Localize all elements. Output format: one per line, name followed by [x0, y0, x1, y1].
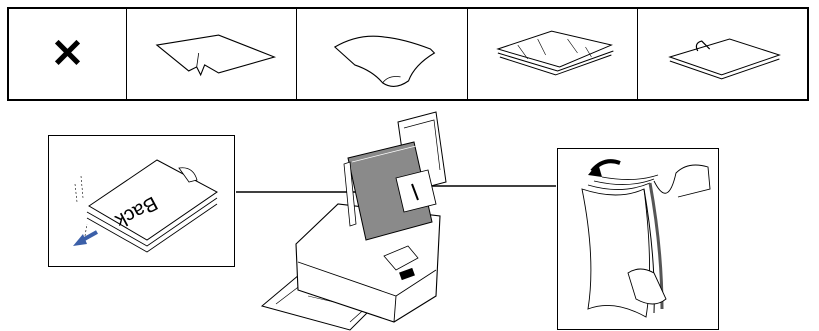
cell-wrinkled-stack: [468, 9, 638, 99]
wrinkled-paper-stack-icon: [495, 30, 614, 76]
document-scanner-icon: [260, 111, 447, 331]
cell-clipped-stack: [638, 9, 809, 99]
paper-condition-strip: ✕: [7, 7, 809, 101]
fanning-pages-hands-icon: [581, 159, 711, 318]
cell-do-not-use: ✕: [7, 9, 127, 99]
right-callout-box: [557, 148, 719, 330]
curled-paper-icon: [334, 35, 436, 87]
cell-curled-paper: [297, 9, 468, 99]
left-callout-box: Back: [48, 135, 235, 267]
torn-paper-icon: [155, 34, 277, 77]
clipped-paper-stack-icon: [667, 38, 781, 80]
cell-torn-paper: [127, 9, 298, 99]
fanned-stack-edge-icon: Back: [73, 159, 218, 253]
x-mark-icon: ✕: [50, 32, 85, 76]
feeding-illustration: Back: [0, 100, 819, 331]
connector-lines: [236, 111, 556, 331]
